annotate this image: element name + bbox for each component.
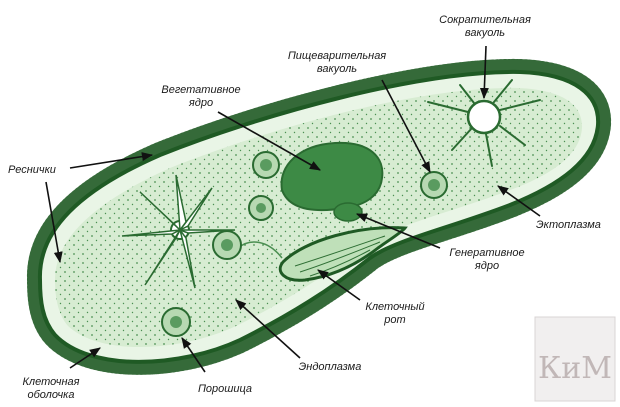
label-cell-mouth: Клеточныйрот (350, 301, 440, 327)
label-macronucleus: Вегетативноеядро (146, 84, 256, 110)
label-cytoproct: Порошица (190, 383, 260, 396)
vacuole-core (221, 239, 233, 251)
label-endoplasm: Эндоплазма (280, 361, 380, 374)
label-cell-membrane: Клеточнаяоболочка (6, 376, 96, 402)
label-contractile-vacuole: Сократительнаявакуоль (420, 14, 550, 40)
vacuole-core (260, 159, 272, 171)
label-digestive-vacuole: Пищеварительнаявакуоль (272, 50, 402, 76)
vacuole-core (256, 203, 266, 213)
micronucleus (334, 203, 362, 221)
label-ectoplasm: Эктоплазма (536, 219, 601, 232)
label-micronucleus: Генеративноеядро (432, 247, 542, 273)
vacuole-core (428, 179, 440, 191)
label-cilia: Реснички (8, 164, 56, 177)
watermark-logo: КиМ (534, 316, 616, 402)
vacuole-core (170, 316, 182, 328)
watermark-text: КиМ (538, 351, 612, 386)
